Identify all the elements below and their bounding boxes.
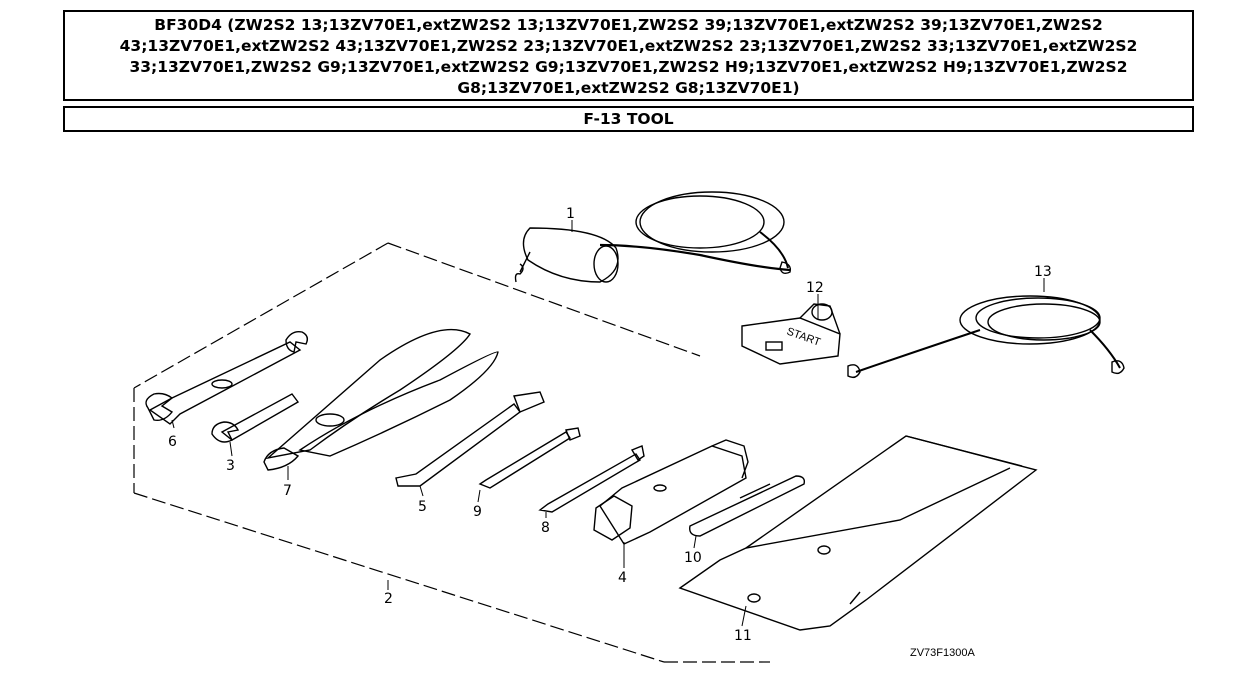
small-wrench	[211, 393, 300, 443]
flat-screwdriver	[395, 391, 545, 487]
callout-8: 8	[541, 520, 550, 536]
callout-7: 7	[283, 483, 292, 499]
drawing-code: ZV73F1300A	[910, 647, 975, 659]
callout-12: 12	[806, 280, 824, 296]
starter-handle	[741, 303, 841, 365]
start-handle-text: START	[785, 326, 822, 349]
box-wrench	[593, 439, 749, 545]
flat-spanner	[689, 475, 806, 537]
callout-13: 13	[1034, 264, 1052, 280]
callout-3: 3	[226, 458, 235, 474]
tool-bag-outline	[133, 242, 770, 663]
tool-bag	[678, 435, 1038, 631]
callout-2: 2	[384, 591, 393, 607]
screwdriver-grip	[538, 445, 645, 513]
callout-labels: 1 2 3 4 5 6 7 8 9 10 11 12 13	[168, 206, 1052, 644]
double-wrench	[145, 330, 309, 425]
leader-lines	[171, 220, 1045, 627]
pliers	[263, 328, 499, 471]
callout-11: 11	[734, 628, 752, 644]
callout-10: 10	[684, 550, 702, 566]
starter-rope	[847, 295, 1125, 379]
callout-1: 1	[566, 206, 575, 222]
grip-with-cord	[514, 191, 792, 283]
callout-9: 9	[473, 504, 482, 520]
phillips-screwdriver	[478, 427, 581, 489]
section-title: F-13 TOOL	[63, 106, 1194, 132]
callout-6: 6	[168, 434, 177, 450]
callout-4: 4	[618, 570, 627, 586]
callout-5: 5	[418, 499, 427, 515]
model-title: BF30D4 (ZW2S2 13;13ZV70E1,extZW2S2 13;13…	[63, 10, 1194, 101]
